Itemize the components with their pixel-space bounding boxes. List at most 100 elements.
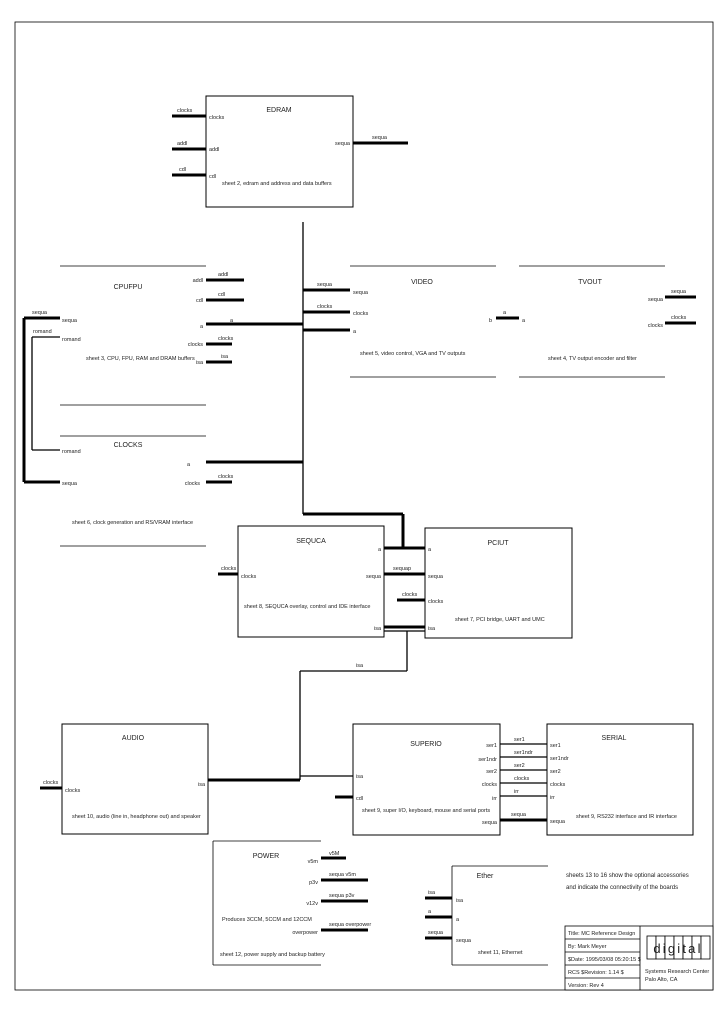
net-label: v5M <box>329 851 340 857</box>
net-label: sequa v5m <box>329 872 356 878</box>
block-serial[interactable]: SERIAL ser1 ser1ndr ser2 clocks irr sequ… <box>546 723 694 836</box>
net-label: cdl <box>218 292 225 298</box>
net-label: sequa <box>372 135 388 141</box>
pin-label: b <box>489 318 492 324</box>
pin-label: irr <box>492 796 497 802</box>
net-label: romand <box>33 329 52 335</box>
pin-label: addl <box>209 147 219 153</box>
pin-label: sequa <box>482 820 498 826</box>
logo-text: digital <box>653 941 702 956</box>
net-label: addl <box>218 272 228 278</box>
net-label: clocks <box>177 108 193 114</box>
pin-label: sequa <box>335 141 351 147</box>
pin-label: isa <box>374 626 382 632</box>
pin-label: clocks <box>65 788 81 794</box>
net-label: irr <box>514 789 519 795</box>
net-label: clocks <box>671 315 687 321</box>
pin-label: sequa <box>428 574 444 580</box>
title-block: Title: MC Reference Design By: Mark Meye… <box>564 925 714 991</box>
net-label: clocks <box>514 776 530 782</box>
net-label: sequa overpower <box>329 922 371 928</box>
pin-label: clocks <box>185 481 201 487</box>
digital-logo: digital <box>646 935 711 960</box>
block-title: POWER <box>253 853 279 860</box>
pin-label: a <box>378 547 382 553</box>
pin-label: isa <box>198 782 206 788</box>
net-label: isa <box>221 354 229 360</box>
block-title: TVOUT <box>578 279 602 286</box>
pin-label: clocks <box>428 599 444 605</box>
pin-label: clocks <box>482 782 498 788</box>
net-label: sequa <box>671 289 687 295</box>
block-cpufpu[interactable]: CPUFPU sequa romand addl cdl a clocks is… <box>60 265 206 406</box>
pin-label: sequa <box>62 318 78 324</box>
company-line-1: Systems Research Center <box>645 969 709 975</box>
net-label: a <box>428 909 432 915</box>
block-title: EDRAM <box>266 107 291 114</box>
pin-label: sequa <box>62 481 78 487</box>
block-title: Ether <box>477 873 494 880</box>
sheet-border <box>14 21 714 991</box>
block-superio[interactable]: SUPERIO isa cdl ser1 ser1ndr ser2 clocks… <box>352 723 501 836</box>
block-description: sheet 11, Ethernet <box>478 950 523 956</box>
block-edram[interactable]: EDRAM clocks addl cdl sequa sheet 2, edr… <box>205 95 354 208</box>
block-title: AUDIO <box>122 735 145 742</box>
net-label: ser1 <box>514 737 525 743</box>
pin-label: isa <box>456 898 464 904</box>
net-label: a <box>230 318 234 324</box>
pin-label: clocks <box>648 323 664 329</box>
block-audio[interactable]: AUDIO clocks isa sheet 10, audio (line i… <box>61 723 209 835</box>
pin-label: isa <box>356 774 364 780</box>
block-title: SERIAL <box>602 735 627 742</box>
pin-label: isa <box>428 626 436 632</box>
block-sequca[interactable]: SEQUCA clocks a sequa isa sheet 8, SEQUC… <box>237 525 385 638</box>
block-description: sheet 8, SEQUCA overlay, control and IDE… <box>244 604 370 610</box>
pin-label: a <box>522 318 526 324</box>
pin-label: a <box>200 324 204 330</box>
block-description: sheet 5, video control, VGA and TV outpu… <box>360 351 466 357</box>
block-power[interactable]: POWER v5m p3v v12v overpower Produces 3C… <box>212 840 325 966</box>
pin-label: v12v <box>306 901 318 907</box>
block-title: VIDEO <box>411 279 433 286</box>
pin-label: sequa <box>648 297 664 303</box>
block-video[interactable]: VIDEO sequa clocks a b sheet 5, video co… <box>350 265 496 378</box>
block-tvout[interactable]: TVOUT a sequa clocks sheet 4, TV output … <box>519 265 665 378</box>
net-label: addl <box>177 141 187 147</box>
net-label: isa <box>428 890 436 896</box>
pin-label: ser1 <box>486 743 497 749</box>
net-label: sequa <box>511 812 527 818</box>
side-note-line-1: sheets 13 to 16 show the optional access… <box>566 873 689 879</box>
pin-label: clocks <box>353 311 369 317</box>
date-field: $Date: 1995/03/08 05:20:15 $ <box>568 957 641 963</box>
pin-label: clocks <box>209 115 225 121</box>
block-description: sheet 3, CPU, FPU, RAM and DRAM buffers <box>86 356 195 362</box>
pin-label: ser1ndr <box>478 757 497 763</box>
block-description: sheet 7, PCI bridge, UART and UMC <box>455 617 545 623</box>
pin-label: v5m <box>308 859 319 865</box>
pin-label: romand <box>62 337 81 343</box>
pin-label: ser2 <box>486 769 497 775</box>
block-clocks[interactable]: CLOCKS romand sequa a clocks sheet 6, cl… <box>60 435 206 547</box>
pin-label: cdl <box>356 796 363 802</box>
pin-label: sequa <box>456 938 472 944</box>
pin-label: sequa <box>353 290 369 296</box>
net-label: isa <box>356 663 364 669</box>
block-title: CPUFPU <box>114 284 143 291</box>
block-notes: Produces 3CCM, 5CCM and 12CCM <box>222 917 312 923</box>
net-label: cdl <box>179 167 186 173</box>
net-label: a <box>503 310 507 316</box>
pin-label: clocks <box>188 342 204 348</box>
block-title: SEQUCA <box>296 538 326 545</box>
block-description: sheet 9, RS232 interface and IR interfac… <box>576 814 677 820</box>
pin-label: clocks <box>550 782 566 788</box>
block-pciut[interactable]: PCIUT a sequa clocks isa sheet 7, PCI br… <box>424 527 573 639</box>
block-ether[interactable]: Ether isa a sequa sheet 11, Ethernet <box>451 865 548 966</box>
net-label: sequa p3v <box>329 893 355 899</box>
company-line-2: Palo Alto, CA <box>645 977 678 983</box>
net-label: sequa <box>317 282 333 288</box>
block-description: sheet 10, audio (line in, headphone out)… <box>72 814 201 820</box>
pin-label: a <box>353 329 357 335</box>
pin-label: p3v <box>309 880 318 886</box>
pin-label: ser2 <box>550 769 561 775</box>
